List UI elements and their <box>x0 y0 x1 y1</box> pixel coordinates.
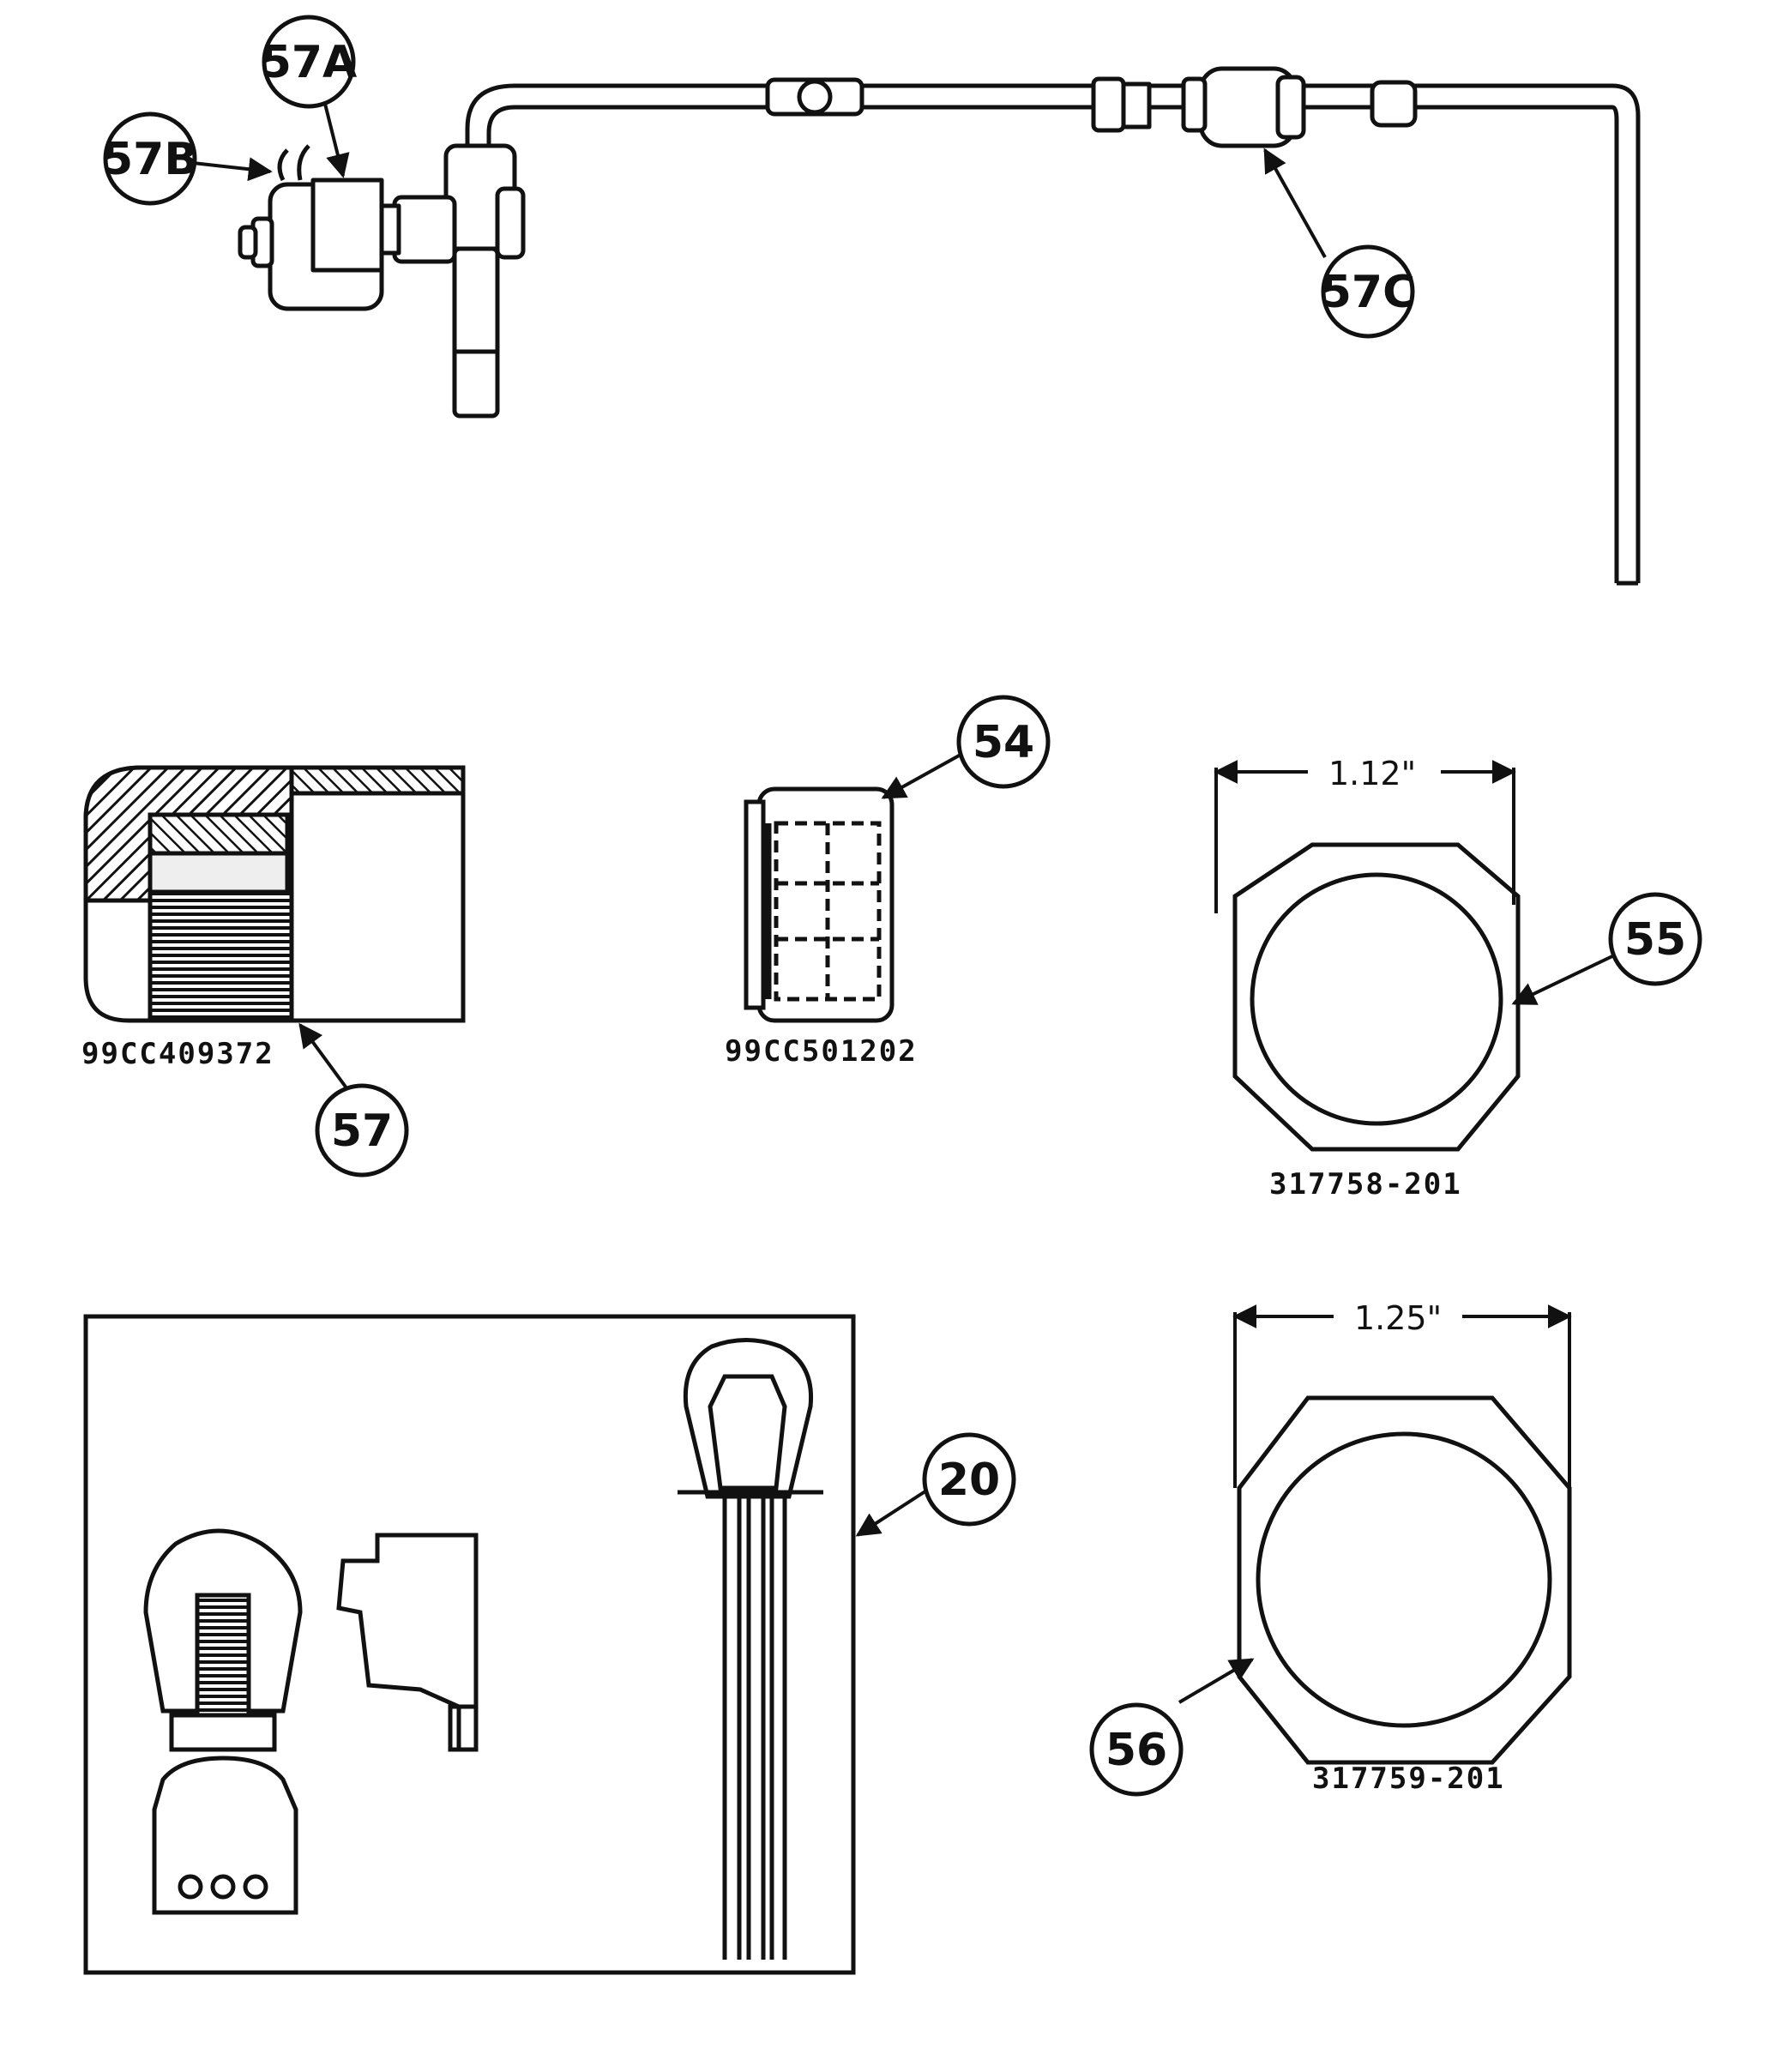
part-54-screen <box>744 786 895 1023</box>
svg-text:20: 20 <box>938 1455 1000 1506</box>
svg-text:57: 57 <box>331 1105 393 1157</box>
callout-57b: 57B <box>102 111 198 206</box>
callout-56: 56 <box>1089 1702 1184 1797</box>
water-valve-assembly <box>238 66 1641 586</box>
dimension-56: 1.25" <box>1354 1299 1442 1337</box>
part-number-56: 317759-201 <box>1312 1762 1505 1796</box>
part-number-55: 317758-201 <box>1269 1167 1462 1202</box>
part-number-54: 99CC501202 <box>725 1034 918 1069</box>
part-20-kit <box>83 1314 856 1975</box>
dimension-lines <box>1214 760 1572 1488</box>
callout-57c: 57C <box>1321 244 1416 339</box>
svg-text:57B: 57B <box>102 134 198 185</box>
svg-text:57A: 57A <box>261 37 358 88</box>
svg-text:57C: 57C <box>1321 267 1416 318</box>
callout-20: 20 <box>922 1432 1016 1527</box>
part-number-57: 99CC409372 <box>81 1037 274 1071</box>
callout-55: 55 <box>1608 892 1702 986</box>
callout-57a: 57A <box>261 15 358 109</box>
part-55-nut <box>1232 842 1521 1152</box>
callout-54: 54 <box>956 695 1051 789</box>
part-57-section <box>83 765 466 1023</box>
svg-text:56: 56 <box>1105 1725 1167 1776</box>
leader-lines <box>192 89 1613 1704</box>
part-56-nut <box>1237 1395 1572 1765</box>
dimension-55: 1.12" <box>1328 755 1416 792</box>
svg-text:54: 54 <box>973 717 1034 768</box>
svg-text:55: 55 <box>1624 914 1686 966</box>
callout-57: 57 <box>315 1083 409 1178</box>
